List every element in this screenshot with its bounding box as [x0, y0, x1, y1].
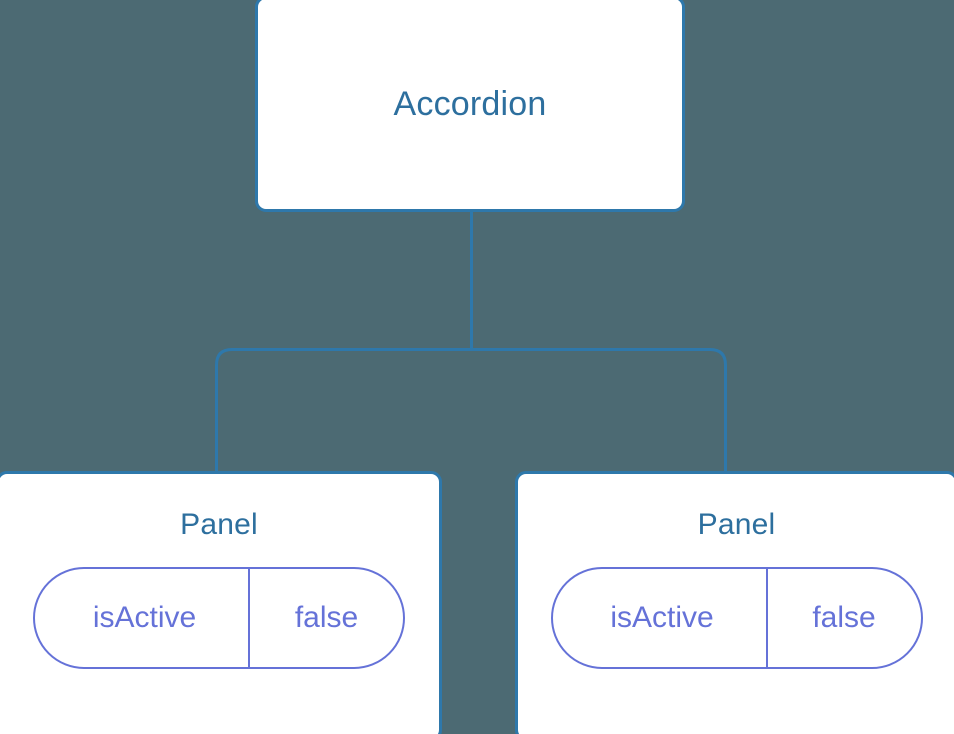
- node-panel-right-title: Panel: [697, 508, 776, 541]
- prop-value-isactive-left: false: [294, 601, 359, 634]
- node-accordion-title: Accordion: [393, 85, 547, 123]
- prop-key-isactive-left: isActive: [35, 569, 250, 667]
- prop-pill-panel-right[interactable]: isActive false: [550, 567, 923, 669]
- prop-key-isactive-right: isActive: [553, 569, 768, 667]
- node-panel-right[interactable]: Panel isActive false: [515, 471, 954, 734]
- prop-value-isactive-right: false: [812, 601, 876, 634]
- prop-pill-panel-left[interactable]: isActive false: [33, 567, 405, 669]
- node-accordion[interactable]: Accordion: [255, 0, 685, 212]
- node-panel-left[interactable]: Panel isActive false: [0, 471, 442, 734]
- connector-bridge: [215, 348, 727, 473]
- node-panel-left-title: Panel: [180, 508, 258, 541]
